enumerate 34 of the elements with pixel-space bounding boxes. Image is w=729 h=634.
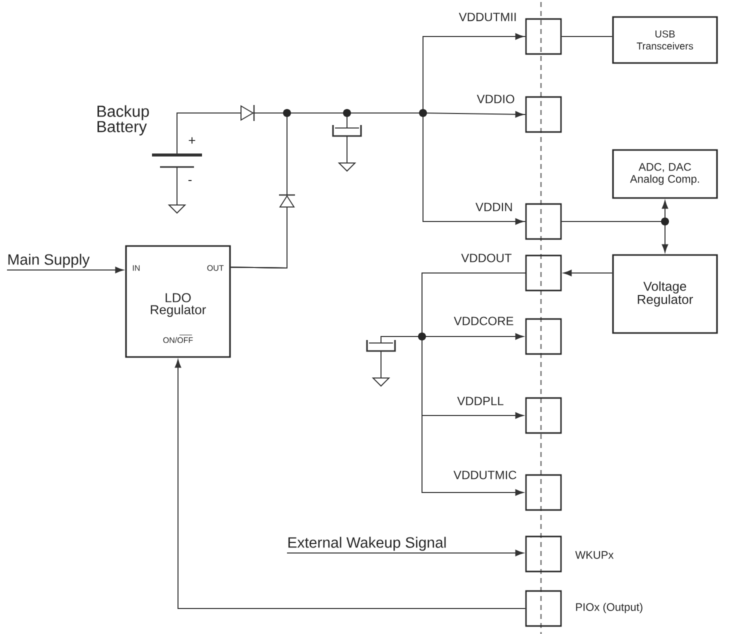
block-box: IN OUT LDO Regulator ON/OFF: [125, 245, 231, 358]
pin-label: VDDOUT: [461, 254, 512, 262]
polarity-sign: +: [188, 137, 196, 144]
pin-label: VDDPLL: [457, 396, 504, 406]
arrow: [563, 270, 613, 276]
signal-label: Main Supply: [8, 254, 90, 268]
block-box: USB Transceivers: [612, 16, 718, 64]
block-box: Voltage Regulator: [612, 254, 718, 334]
pin-pad: [525, 590, 562, 627]
arrow: [561, 221, 668, 252]
polarity-sign: -: [188, 180, 192, 182]
pin-pad: [525, 203, 562, 240]
pin-label: VDDUTMIC: [454, 470, 516, 480]
pin-label: Backup Battery: [98, 105, 149, 136]
signal-label: External Wakeup Signal: [288, 536, 446, 551]
block-box: ADC, DAC Analog Comp.: [612, 149, 718, 199]
pin-label: VDDUTMII: [458, 12, 516, 22]
pin-pad: [525, 18, 562, 55]
arrow: [286, 550, 524, 556]
arrow: [6, 266, 124, 274]
pin-label: PIOx (Output): [576, 602, 642, 614]
pin-pad: [525, 536, 562, 572]
pin-pad: [525, 96, 562, 133]
pin-pad: [525, 254, 562, 292]
battery-symbol: [152, 154, 202, 206]
arrow: [422, 272, 526, 496]
pin-label: WKUPx: [575, 551, 614, 559]
pin-pad: [525, 397, 562, 434]
pin-pad: [525, 318, 562, 355]
pin-label: VDDCORE: [454, 316, 514, 326]
pin-label: VDDIN: [476, 202, 512, 212]
pin-pad: [525, 474, 562, 511]
arrow: [174, 360, 526, 609]
pin-label: VDDIO: [476, 94, 514, 104]
